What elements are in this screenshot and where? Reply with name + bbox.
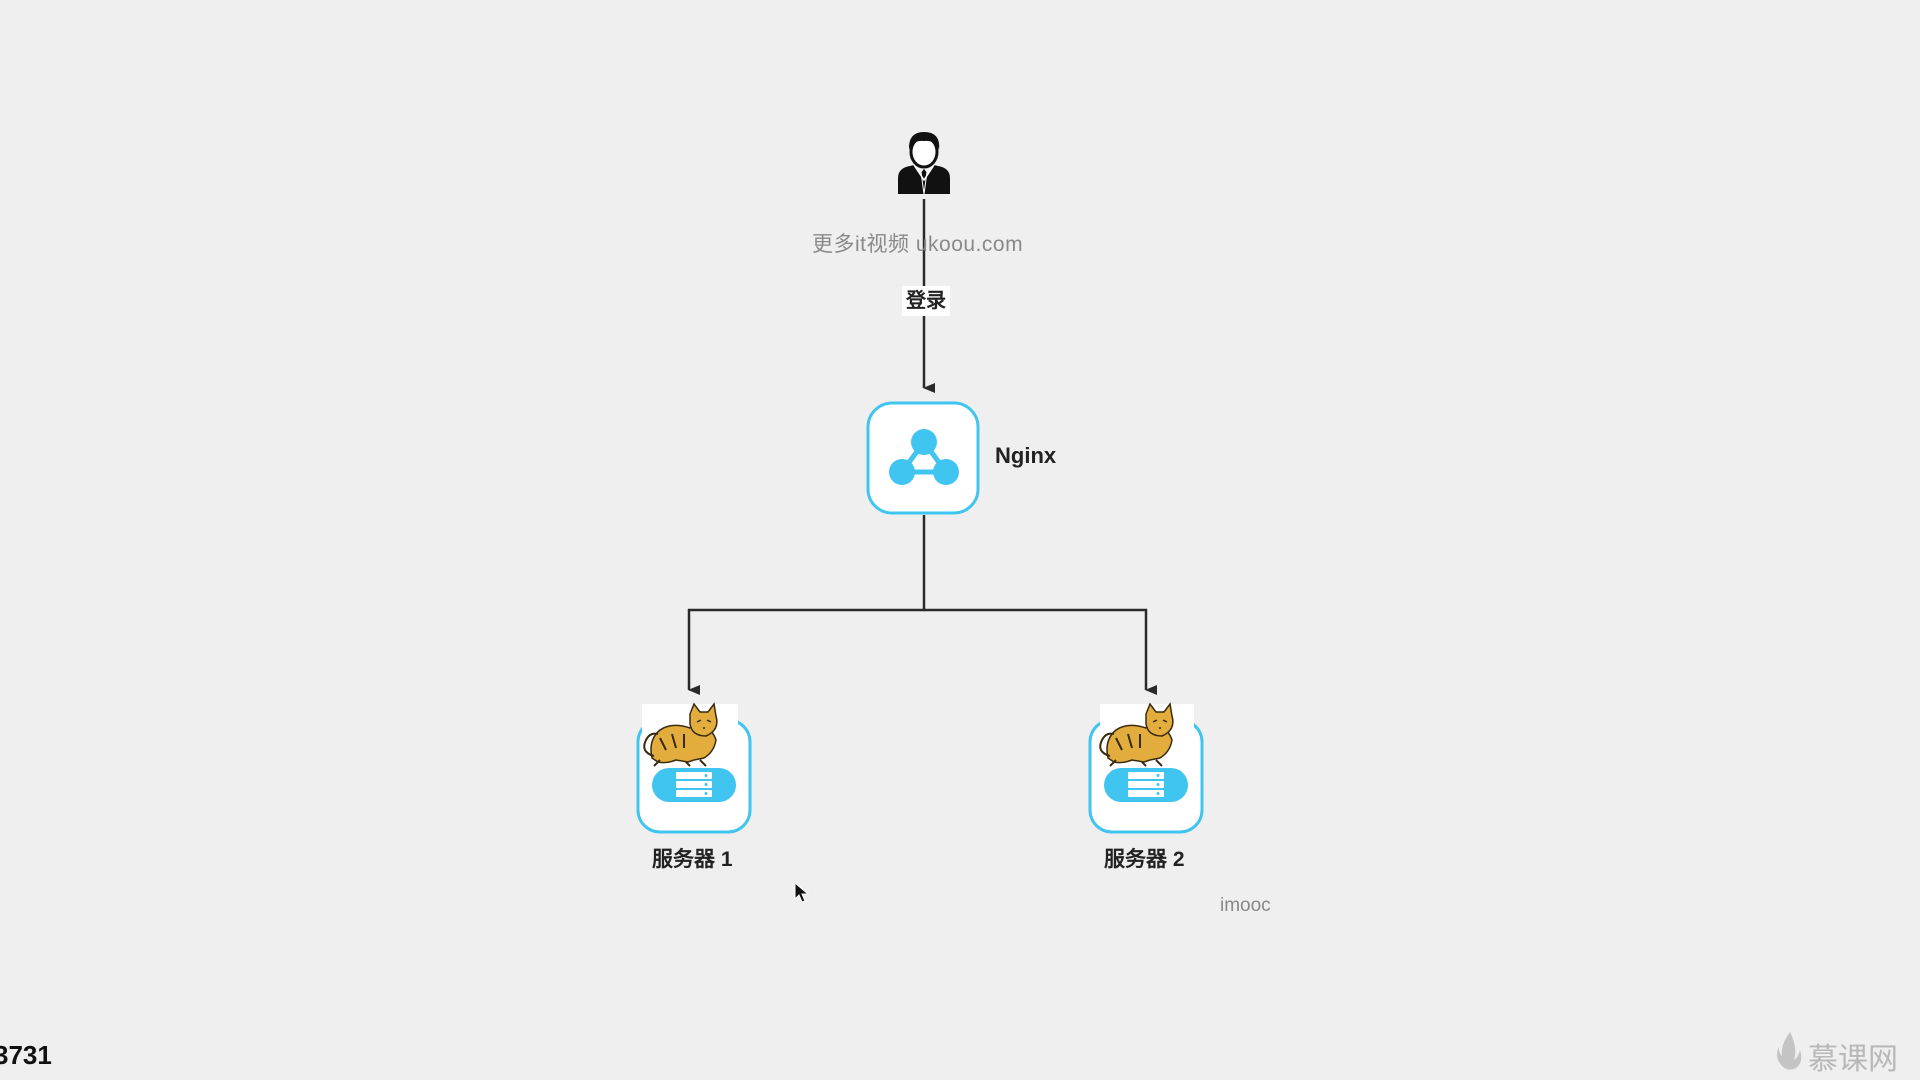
tomcat-icon (643, 702, 718, 767)
server2-label: 服务器 2 (1104, 848, 1185, 871)
nginx-node[interactable] (866, 401, 980, 515)
server1-label: 服务器 1 (652, 848, 733, 871)
server-rack-icon (1104, 768, 1188, 802)
watermark-imooc: imooc (1220, 895, 1271, 916)
edge-label-login: 登录 (902, 286, 950, 316)
counter-overlay: 3731 (0, 1040, 52, 1070)
user-icon (898, 132, 950, 195)
watermark-ukoou: 更多it视频 ukoou.com (812, 233, 1024, 256)
server-rack-icon (652, 768, 736, 802)
nginx-label: Nginx (995, 443, 1057, 468)
brand-logo: 慕课网 (1808, 1043, 1898, 1076)
load-balancer-icon (889, 429, 959, 485)
server1-node[interactable] (636, 702, 752, 834)
tomcat-icon (1099, 702, 1174, 767)
edge-nginx-to-servers (687, 515, 1157, 695)
mouse-cursor-icon (794, 882, 810, 903)
server2-node[interactable] (1088, 702, 1204, 834)
flame-logo-icon (1777, 1032, 1802, 1070)
